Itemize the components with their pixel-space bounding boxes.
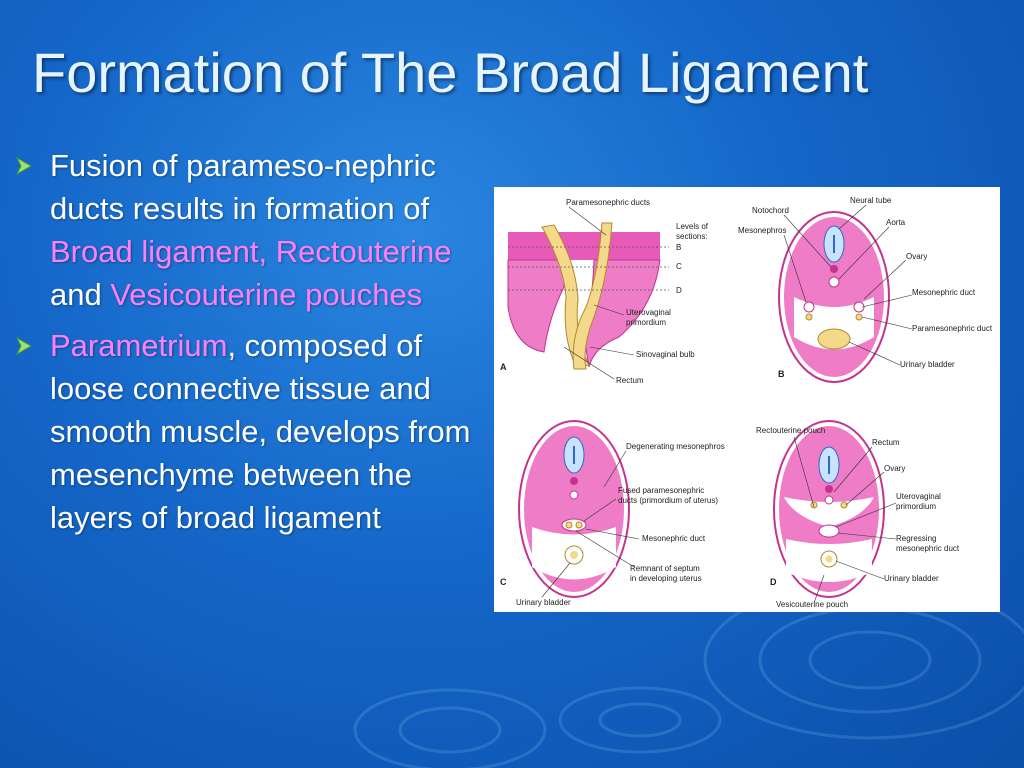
panel-letter: D <box>770 577 777 587</box>
label: ducts (primordium of uterus) <box>618 496 718 505</box>
embryology-figure: Paramesonephric ducts Levels of sections… <box>494 187 1000 612</box>
label: Rectouterine pouch <box>756 426 825 435</box>
label: B <box>676 243 681 252</box>
label: Fused paramesonephric <box>618 486 704 495</box>
figure-illustration: Paramesonephric ducts Levels of sections… <box>500 196 993 609</box>
label: Aorta <box>886 218 906 227</box>
label: Mesonephros <box>738 226 786 235</box>
highlight-term: Broad ligament, Rectouterine <box>50 234 452 269</box>
label: Mesonephric duct <box>912 288 976 297</box>
slide-title: Formation of The Broad Ligament <box>32 41 869 104</box>
label: C <box>676 262 682 271</box>
panel-d: Rectouterine pouch Rectum Ovary Uterovag… <box>756 420 960 609</box>
bullet-item: Parametrium, composed of loose connectiv… <box>14 324 494 539</box>
label: Mesonephric duct <box>642 534 706 543</box>
label: mesonephric duct <box>896 544 960 553</box>
panel-letter: B <box>778 369 785 379</box>
label: Degenerating mesonephros <box>626 442 725 451</box>
label: Rectum <box>872 438 900 447</box>
label: Urinary bladder <box>884 574 939 583</box>
label: in developing uterus <box>630 574 702 583</box>
panel-c: Degenerating mesonephros Fused parameson… <box>500 420 725 607</box>
label: Ovary <box>906 252 927 261</box>
label: Paramesonephric ducts <box>566 198 650 207</box>
label: primordium <box>896 502 936 511</box>
label: Urinary bladder <box>900 360 955 369</box>
panel-a: Paramesonephric ducts Levels of sections… <box>500 198 709 385</box>
label: Neural tube <box>850 196 892 205</box>
label: Remnant of septum <box>630 564 700 573</box>
arrow-bullet-icon <box>15 156 33 176</box>
bullet-text: and <box>50 277 111 312</box>
highlight-term: Parametrium <box>50 328 228 363</box>
bullet-list: Fusion of parameso-nephric ducts results… <box>14 144 494 547</box>
bullet-text: Fusion of parameso-nephric ducts results… <box>50 148 436 226</box>
label: Uterovaginal <box>896 492 941 501</box>
label: Ovary <box>884 464 905 473</box>
panel-letter: A <box>500 362 507 372</box>
bullet-item: Fusion of parameso-nephric ducts results… <box>14 144 494 316</box>
bullet-text: , composed of loose connective tissue an… <box>50 328 471 535</box>
label: Notochord <box>752 206 789 215</box>
label: Paramesonephric duct <box>912 324 993 333</box>
label: D <box>676 286 682 295</box>
label: sections: <box>676 232 708 241</box>
label: Regressing <box>896 534 936 543</box>
label: primordium <box>626 318 666 327</box>
highlight-term: Vesicouterine pouches <box>110 277 423 312</box>
arrow-bullet-icon <box>15 336 33 356</box>
label: Rectum <box>616 376 644 385</box>
panel-letter: C <box>500 577 507 587</box>
label: Levels of <box>676 222 709 231</box>
panel-b: Neural tube Notochord Aorta Mesonephros … <box>738 196 993 383</box>
label: Sinovaginal bulb <box>636 350 695 359</box>
label: Vesicouterine pouch <box>776 600 848 609</box>
label: Uterovaginal <box>626 308 671 317</box>
label: Urinary bladder <box>516 598 571 607</box>
